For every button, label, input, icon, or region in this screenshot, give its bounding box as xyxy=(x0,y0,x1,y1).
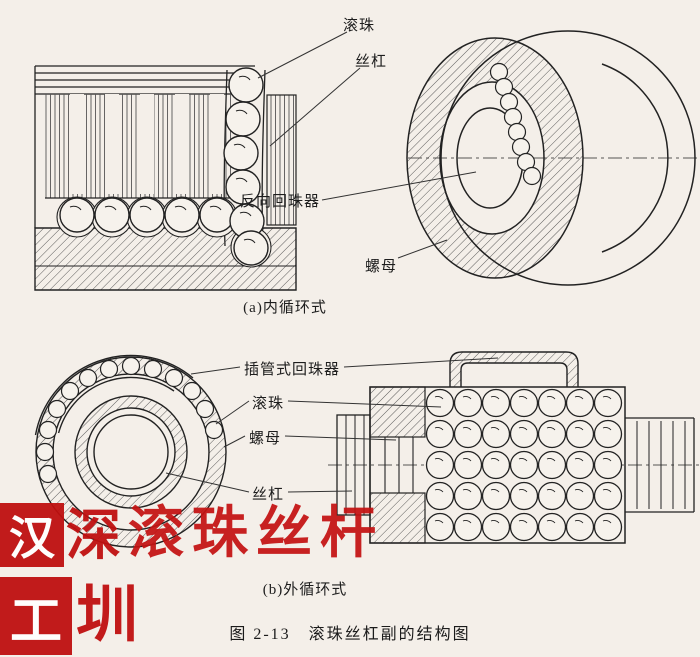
watermark-square-2: 工 xyxy=(0,577,72,655)
leader-lines xyxy=(165,31,499,493)
label-nut-b: 螺母 xyxy=(249,431,282,447)
watermark-big-text: 滚珠丝杆 xyxy=(128,503,384,565)
diagram-a-nut-ring xyxy=(406,30,700,286)
watermark-char-4: 圳 xyxy=(76,582,139,650)
section-b-caption: (b)外循环式 xyxy=(262,582,348,598)
label-ball-b: 滚珠 xyxy=(252,396,285,412)
watermark-square-1: 汉 xyxy=(0,503,64,567)
label-screw-b: 丝杠 xyxy=(252,487,285,503)
label-screw-a: 丝杠 xyxy=(355,54,388,70)
diagram-a-cross-section xyxy=(34,65,297,291)
label-tube-return-b: 插管式回珠器 xyxy=(244,362,341,378)
label-return-device-a: 反向回珠器 xyxy=(240,194,321,210)
label-nut-a: 螺母 xyxy=(365,259,398,275)
figure-caption: 图 2-13 滚珠丝杠副的结构图 xyxy=(229,626,471,643)
section-a-caption: (a)内循环式 xyxy=(243,300,327,316)
label-ball-a: 滚珠 xyxy=(343,18,376,34)
diagram-b-side-view xyxy=(328,351,700,544)
diagram-b-end-view xyxy=(34,354,227,548)
watermark-char-2: 深 xyxy=(66,505,122,566)
